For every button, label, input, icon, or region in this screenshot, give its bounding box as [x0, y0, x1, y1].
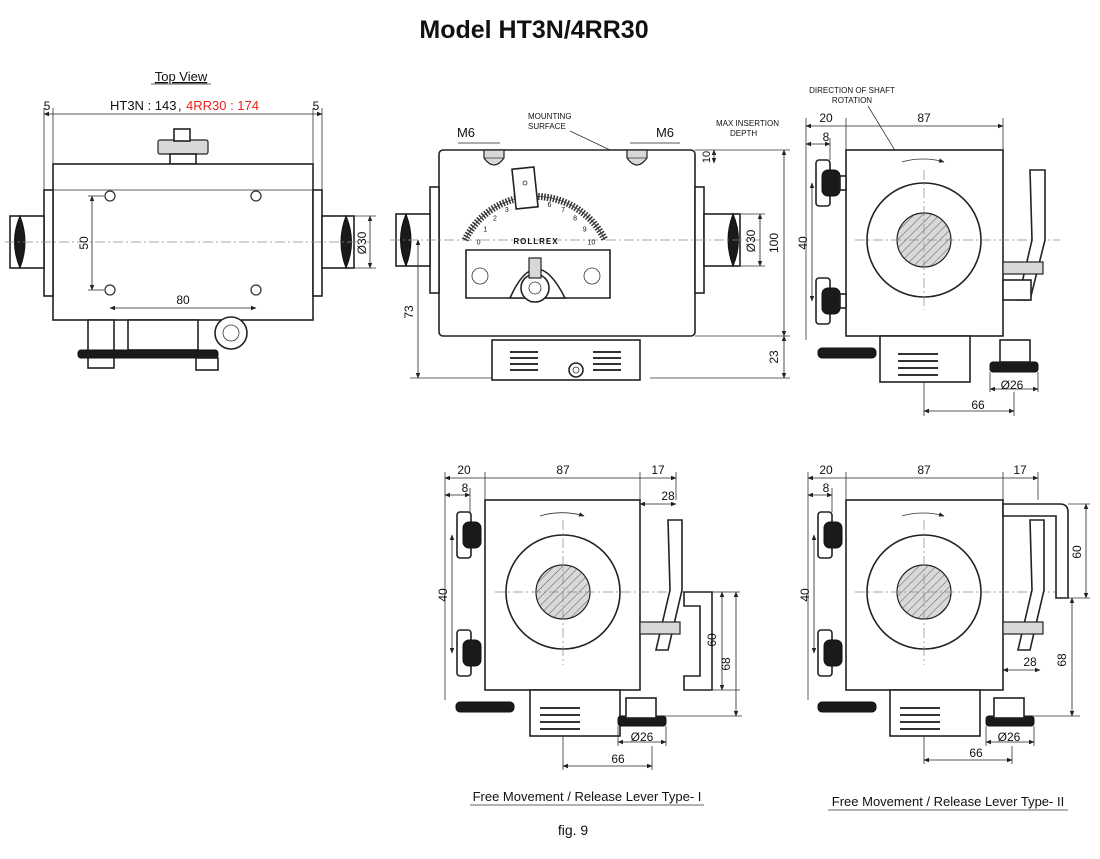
dial-number: 0 — [477, 240, 481, 247]
lever2-d26: Ø26 — [998, 730, 1021, 744]
lever2-d20: 20 — [819, 463, 833, 477]
figure-label: fig. 9 — [558, 822, 589, 838]
side-d66: 66 — [971, 398, 985, 412]
shaft-diameter-label: Ø30 — [744, 229, 758, 252]
dial-number: 3 — [505, 207, 509, 214]
lever1-d40: 40 — [436, 588, 450, 602]
top-view-width-4rr30: 4RR30 : 174 — [186, 98, 259, 113]
lever-type-1-caption: Free Movement / Release Lever Type- I — [473, 789, 702, 804]
side-d26: Ø26 — [1001, 378, 1024, 392]
max-insertion-depth: 10 — [701, 151, 713, 163]
top-view-width-ht3n: HT3N : 143 — [110, 98, 176, 113]
top-view-hole-spacing-x: 80 — [176, 293, 190, 307]
lever2-d40: 40 — [798, 588, 812, 602]
lever1-d66: 66 — [611, 752, 625, 766]
lever2-d28: 28 — [1023, 655, 1037, 669]
lever1-d20: 20 — [457, 463, 471, 477]
dial-number: 6 — [548, 202, 552, 209]
side-d87: 87 — [917, 111, 931, 125]
m6-label-right: M6 — [656, 125, 674, 140]
top-view-comma: , — [178, 98, 182, 113]
dial-number: 2 — [493, 215, 497, 222]
lever1-d26: Ø26 — [631, 730, 654, 744]
dial-number: 8 — [573, 215, 577, 222]
lever-type-2-view: 20 87 17 8 40 60 68 28 — [798, 463, 1090, 811]
front-view: M6 M6 MOUNTING SURFACE MAX INSERTION DEP… — [390, 112, 790, 381]
top-view-hole-spacing-y: 50 — [77, 236, 91, 250]
max-insertion-label-1: MAX INSERTION — [716, 119, 779, 128]
lever2-d68: 68 — [1055, 653, 1069, 667]
top-view: Top View HT3N : 143 , 4RR30 : 174 5 5 Ø3… — [5, 69, 376, 371]
top-view-edge-right: 5 — [313, 99, 320, 113]
base-height-dimension: 23 — [767, 350, 781, 364]
side-view: DIRECTION OF SHAFT ROTATION 20 87 8 40 — [796, 86, 1060, 416]
brand-logo: ROLLREX — [513, 237, 558, 246]
direction-label-2: ROTATION — [832, 96, 872, 105]
lever2-d60: 60 — [1070, 545, 1084, 559]
lever1-d8: 8 — [462, 481, 469, 495]
lever2-d8: 8 — [823, 481, 830, 495]
height-dimension: 100 — [767, 233, 781, 253]
top-view-label: Top View — [155, 69, 208, 84]
dial-number: 1 — [483, 226, 487, 233]
dial-number: 9 — [583, 226, 587, 233]
lever2-d17: 17 — [1013, 463, 1027, 477]
top-view-edge-left: 5 — [44, 99, 51, 113]
side-bolt-bottom — [815, 277, 847, 325]
lever1-d28: 28 — [661, 489, 675, 503]
side-bolt-top — [815, 159, 847, 207]
mounting-surface-label-1: MOUNTING — [528, 112, 572, 121]
lever1-d60: 60 — [705, 633, 719, 647]
lever1-d17: 17 — [651, 463, 665, 477]
mounting-surface-label-2: SURFACE — [528, 122, 566, 131]
lever2-d66: 66 — [969, 746, 983, 760]
side-d40: 40 — [796, 236, 810, 250]
lever-type-1-view: 20 87 17 8 28 40 60 68 — [436, 463, 742, 806]
axis-height-dimension: 73 — [402, 305, 416, 319]
top-view-shaft-diameter: Ø30 — [355, 231, 369, 254]
dial-number: 7 — [561, 207, 565, 214]
lever2-d87: 87 — [917, 463, 931, 477]
dial-number: 10 — [588, 240, 596, 247]
drawing-title: Model HT3N/4RR30 — [419, 16, 648, 44]
m6-label-left: M6 — [457, 125, 475, 140]
side-d8: 8 — [823, 130, 830, 144]
max-insertion-label-2: DEPTH — [730, 129, 757, 138]
lever-type-2-caption: Free Movement / Release Lever Type- II — [832, 794, 1064, 809]
side-d20: 20 — [819, 111, 833, 125]
direction-label-1: DIRECTION OF SHAFT — [809, 86, 895, 95]
lever1-d68: 68 — [719, 657, 733, 671]
lever1-d87: 87 — [556, 463, 570, 477]
